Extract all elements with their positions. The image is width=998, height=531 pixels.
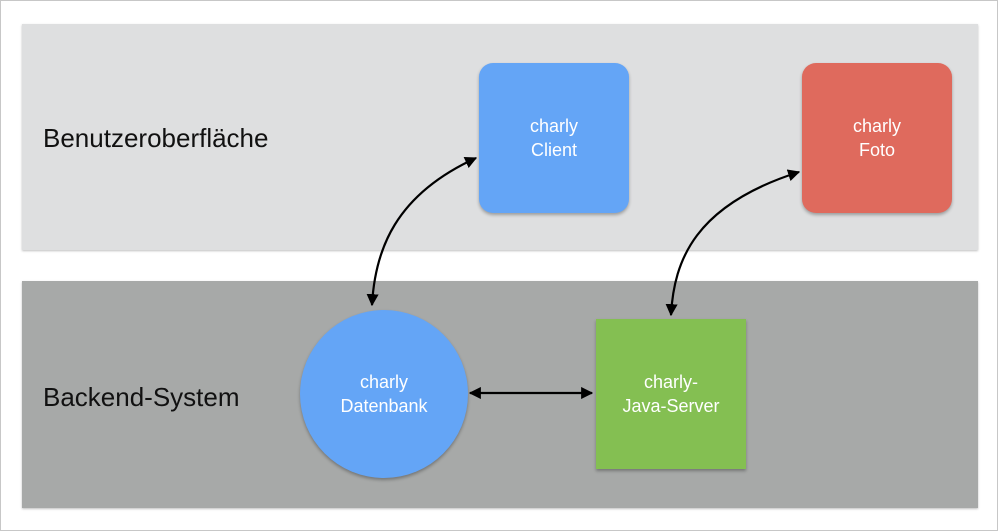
charly-java-server-line1: charly- <box>643 372 698 392</box>
charly-datenbank-node: charly Datenbank <box>300 310 468 478</box>
charly-foto-line2: Foto <box>858 140 895 160</box>
charly-java-server-line2: Java-Server <box>622 396 720 416</box>
backend-layer: Backend-System <box>22 281 978 508</box>
charly-foto-line1: charly <box>852 116 901 136</box>
backend-layer-label: Backend-System <box>43 382 240 412</box>
charly-datenbank-line2: Datenbank <box>340 396 428 416</box>
charly-client-line1: charly <box>529 116 578 136</box>
user-interface-layer-label: Benutzeroberfläche <box>43 123 269 153</box>
charly-client-line2: Client <box>530 140 577 160</box>
charly-java-server-node: charly- Java-Server <box>596 319 746 469</box>
charly-datenbank-line1: charly <box>359 372 408 392</box>
charly-foto-node: charly Foto <box>802 63 952 213</box>
charly-client-node: charly Client <box>479 63 629 213</box>
